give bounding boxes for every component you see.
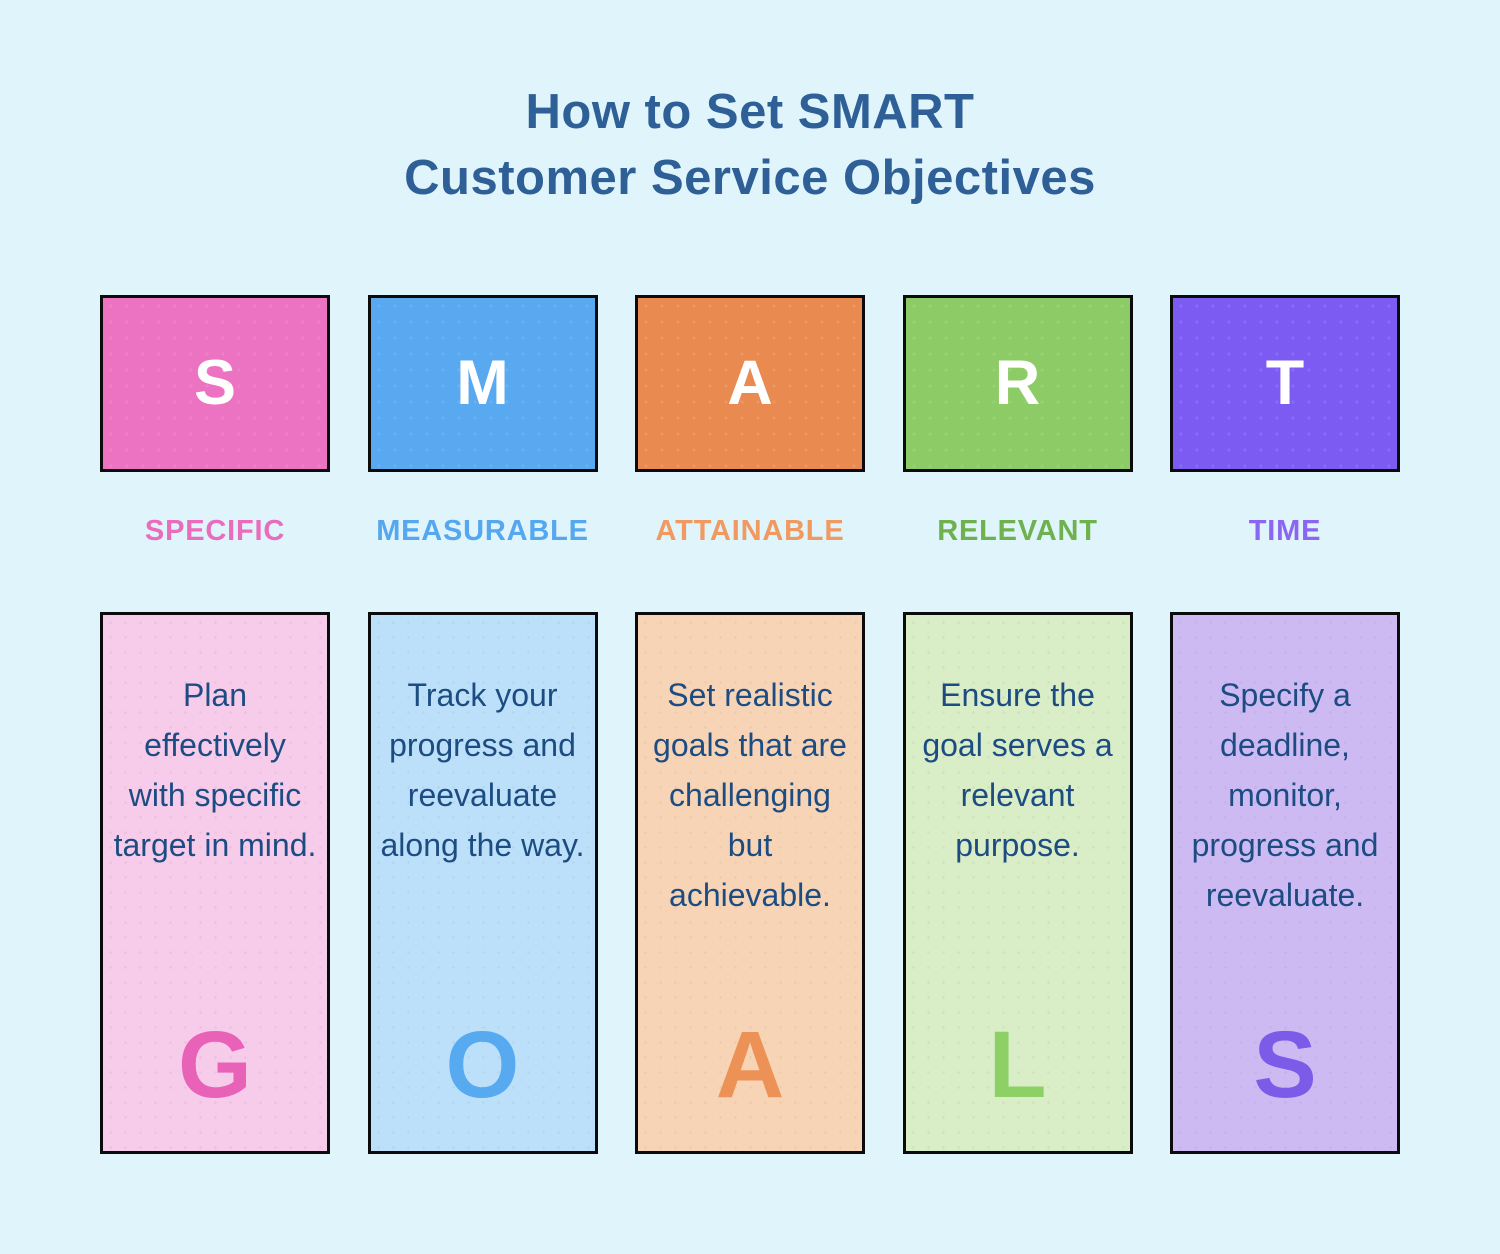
card-relevant: Ensure the goal serves a relevant purpos… bbox=[902, 612, 1133, 1155]
smart-columns: S SPECIFIC Plan effectively with specifi… bbox=[100, 295, 1400, 1155]
letter-box-m: M bbox=[367, 295, 598, 473]
goals-letter-l: L bbox=[988, 1011, 1047, 1118]
label-specific: SPECIFIC bbox=[144, 515, 286, 548]
card-time: Specify a deadline, monitor, progress an… bbox=[1170, 612, 1400, 1155]
label-measurable: MEASURABLE bbox=[376, 515, 589, 548]
goals-letter-o: O bbox=[445, 1011, 520, 1118]
page-title: How to Set SMART Customer Service Object… bbox=[0, 80, 1500, 211]
card-time-description: Specify a deadline, monitor, progress an… bbox=[1191, 677, 1379, 913]
card-relevant-description: Ensure the goal serves a relevant purpos… bbox=[922, 677, 1113, 864]
card-specific: Plan effectively with specific target in… bbox=[100, 612, 330, 1155]
letter-box-s: S bbox=[100, 295, 330, 473]
letter-box-r: R bbox=[902, 295, 1133, 473]
page-title-line2: Customer Service Objectives bbox=[404, 150, 1096, 205]
label-relevant: RELEVANT bbox=[937, 515, 1098, 548]
letter-r: R bbox=[994, 348, 1041, 419]
card-attainable-description: Set realistic goals that are challenging… bbox=[653, 677, 847, 913]
column-relevant: R RELEVANT Ensure the goal serves a rele… bbox=[902, 295, 1133, 1155]
letter-box-t: T bbox=[1170, 295, 1400, 473]
letter-m: M bbox=[456, 348, 509, 419]
goals-letter-a: A bbox=[715, 1011, 785, 1118]
letter-box-a: A bbox=[635, 295, 865, 473]
column-time: T TIME Specify a deadline, monitor, prog… bbox=[1170, 295, 1400, 1155]
letter-t: T bbox=[1265, 348, 1305, 419]
goals-letter-g: G bbox=[178, 1011, 252, 1118]
header: How to Set SMART Customer Service Object… bbox=[0, 0, 1500, 211]
card-measurable-description: Track your progress and reevaluate along… bbox=[380, 677, 585, 864]
letter-a: A bbox=[727, 348, 773, 419]
label-attainable: ATTAINABLE bbox=[655, 515, 845, 548]
column-specific: S SPECIFIC Plan effectively with specifi… bbox=[100, 295, 330, 1155]
goals-letter-s: S bbox=[1253, 1011, 1317, 1118]
label-time: TIME bbox=[1248, 515, 1322, 548]
card-specific-description: Plan effectively with specific target in… bbox=[113, 677, 317, 864]
page-title-line1: How to Set SMART bbox=[525, 85, 975, 139]
card-measurable: Track your progress and reevaluate along… bbox=[367, 612, 598, 1155]
card-attainable: Set realistic goals that are challenging… bbox=[635, 612, 865, 1155]
column-attainable: A ATTAINABLE Set realistic goals that ar… bbox=[635, 295, 865, 1155]
letter-s: S bbox=[193, 348, 237, 419]
column-measurable: M MEASURABLE Track your progress and ree… bbox=[367, 295, 598, 1155]
